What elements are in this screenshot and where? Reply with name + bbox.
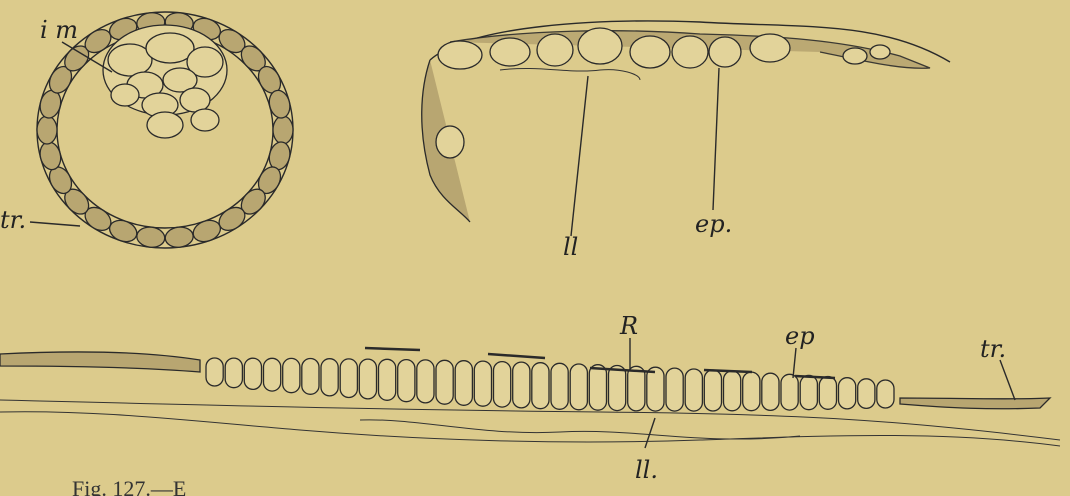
columnar-cell (302, 359, 319, 395)
label-ep-bottom: ep (785, 322, 815, 350)
trophoblast-cell (273, 116, 293, 144)
columnar-cell (379, 359, 396, 400)
columnar-cell (283, 358, 300, 392)
columnar-cell (877, 380, 894, 408)
columnar-cell (244, 358, 261, 389)
columnar-cell (513, 362, 530, 408)
columnar-cell (724, 371, 741, 411)
columnar-cell (685, 369, 702, 411)
label-ll-top: ll (563, 233, 578, 261)
label-R: R (619, 312, 638, 340)
columnar-cell (494, 362, 511, 408)
ep-leader-bottom (793, 348, 796, 378)
bottom-section: R ep tr. ll. (0, 312, 1060, 484)
columnar-cell (225, 358, 242, 388)
columnar-cell (551, 363, 568, 409)
columnar-cell (858, 379, 875, 409)
columnar-cell (398, 360, 415, 402)
columnar-cell (264, 358, 281, 391)
columnar-cell (762, 373, 779, 410)
ll-leader-bottom (645, 418, 655, 448)
columnar-cell (359, 359, 376, 399)
top-right-section: ll ep. (422, 21, 950, 261)
columnar-cell (743, 372, 760, 411)
tr-leader-bottom (1000, 360, 1015, 400)
columnar-cell (628, 366, 645, 411)
trophoblast-cell (107, 217, 140, 246)
label-tr-bottom: tr. (980, 335, 1006, 363)
trophoblast-cell (37, 116, 57, 144)
inner-cell-mass (103, 25, 227, 138)
ll-leader-top (571, 76, 588, 236)
columnar-cell (570, 364, 587, 410)
figure-caption: Fig. 127.—E (72, 476, 186, 496)
columnar-cell (647, 367, 664, 411)
ep-leader-top (713, 68, 719, 210)
columnar-cell (781, 374, 798, 410)
columnar-cell (321, 359, 338, 396)
columnar-cell (340, 359, 357, 398)
columnar-cell (474, 361, 491, 406)
label-ll-bottom: ll. (635, 456, 658, 484)
label-ep-top: ep. (695, 210, 732, 238)
columnar-cell (436, 360, 453, 404)
tr-leader-left (30, 222, 80, 226)
columnar-cell (455, 361, 472, 406)
columnar-cells (206, 358, 894, 411)
label-im: i m (40, 16, 78, 44)
columnar-cell (417, 360, 434, 403)
columnar-cell (704, 370, 721, 411)
columnar-cell (206, 358, 223, 386)
columnar-cell (839, 378, 856, 409)
columnar-cell (800, 375, 817, 409)
trophoblast-cell (190, 217, 223, 246)
columnar-cell (819, 377, 836, 410)
blastocyst-section: i m tr. (0, 11, 293, 249)
label-tr-left: tr. (0, 206, 26, 234)
columnar-cell (666, 368, 683, 411)
columnar-cell (609, 366, 626, 411)
columnar-cell (589, 365, 606, 411)
columnar-cell (532, 363, 549, 409)
